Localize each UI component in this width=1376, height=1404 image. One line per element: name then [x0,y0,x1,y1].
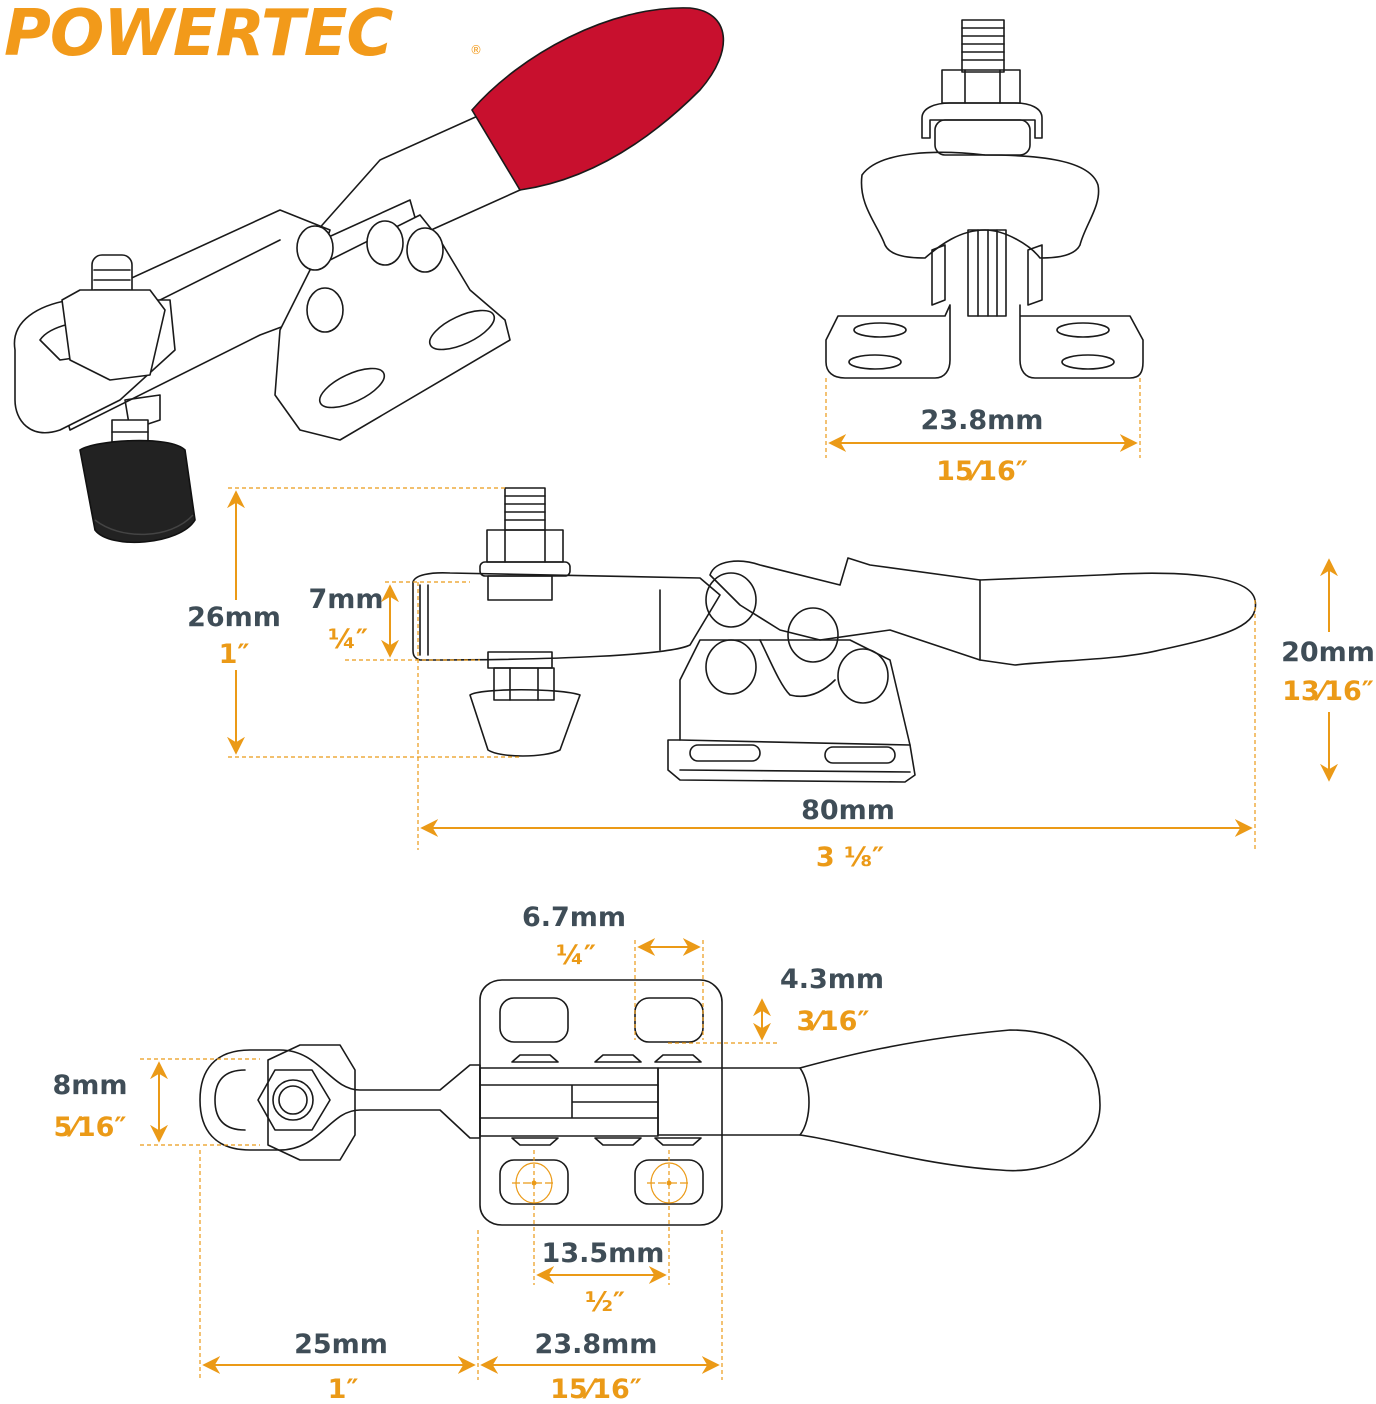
handle-grip-red [471,7,725,191]
dim-reach-metric: 25mm [294,1329,388,1360]
dim-base-length-imperial: 15⁄16″ [550,1374,642,1404]
brand-logo: POWERTEC ® [4,0,482,71]
spindle-nut [61,289,166,381]
dim-slot-width-imperial: 3⁄16″ [797,1006,870,1037]
dim-slot-width-metric: 4.3mm [780,964,884,995]
hole-centerline-left [512,1162,556,1204]
top-hex-nut [267,1044,356,1161]
front-view: 23.8mm 15⁄16″ [825,19,1144,487]
dim-slot-length-metric: 6.7mm [522,902,626,933]
dim-hole-spacing-imperial: ½″ [585,1287,625,1318]
front-clamp-cap [921,102,1043,139]
dim-arm-thickness-imperial: ¼″ [328,624,368,655]
dim-arm-width-metric: 8mm [52,1070,127,1101]
side-bracket [667,639,916,783]
dim-reach-imperial: 1″ [328,1374,359,1404]
dim-base-length-metric: 23.8mm [535,1329,658,1360]
side-pin [705,639,757,695]
pivot-pin [306,287,344,333]
pivot-pin [296,225,334,271]
isometric-product-view [13,7,725,544]
front-base [825,304,951,379]
dim-overall-length-imperial: 3 ⅛″ [816,842,884,873]
dim-arm-width-imperial: 5⁄16″ [54,1112,127,1143]
dim-front-base-width-metric: 23.8mm [921,405,1044,436]
front-thread [961,19,1005,73]
dim-overall-length-metric: 80mm [801,795,895,826]
dim-overall-height-metric: 26mm [187,602,281,633]
dim-front-base-width-imperial: 15⁄16″ [936,456,1028,487]
side-arm [412,572,721,661]
dim-slot-length-imperial: ¼″ [556,940,596,971]
dim-handle-height-imperial: 13⁄16″ [1282,676,1374,707]
hole-centerline-right [647,1162,691,1204]
side-pin [705,572,757,628]
registered-mark: ® [470,43,482,57]
dim-handle-height-metric: 20mm [1281,637,1375,668]
front-grip [860,151,1100,259]
front-nut [941,69,1021,104]
brand-logo-text: POWERTEC [4,0,393,71]
dim-arm-thickness-metric: 7mm [308,584,383,615]
top-view: 6.7mm ¼″ 4.3mm 3⁄16″ 8mm 5⁄16″ 13.5mm ½″… [52,902,1101,1404]
dim-overall-height-imperial: 1″ [219,639,250,670]
dim-hole-spacing-metric: 13.5mm [542,1238,665,1269]
rubber-tip [79,439,196,544]
side-rubber-tip [469,688,581,757]
top-base-plate [479,979,723,1226]
side-pin [787,607,839,663]
pivot-pin [366,220,404,266]
pivot-pin [406,227,444,273]
side-pin [837,648,889,704]
side-lever [709,557,1257,666]
side-top-nut [486,529,564,563]
top-handle [657,1029,1101,1172]
top-arm [199,1049,481,1151]
side-view: 26mm 1″ 7mm ¼″ 20mm 13⁄16″ 80mm 3 ⅛″ [180,487,1376,873]
